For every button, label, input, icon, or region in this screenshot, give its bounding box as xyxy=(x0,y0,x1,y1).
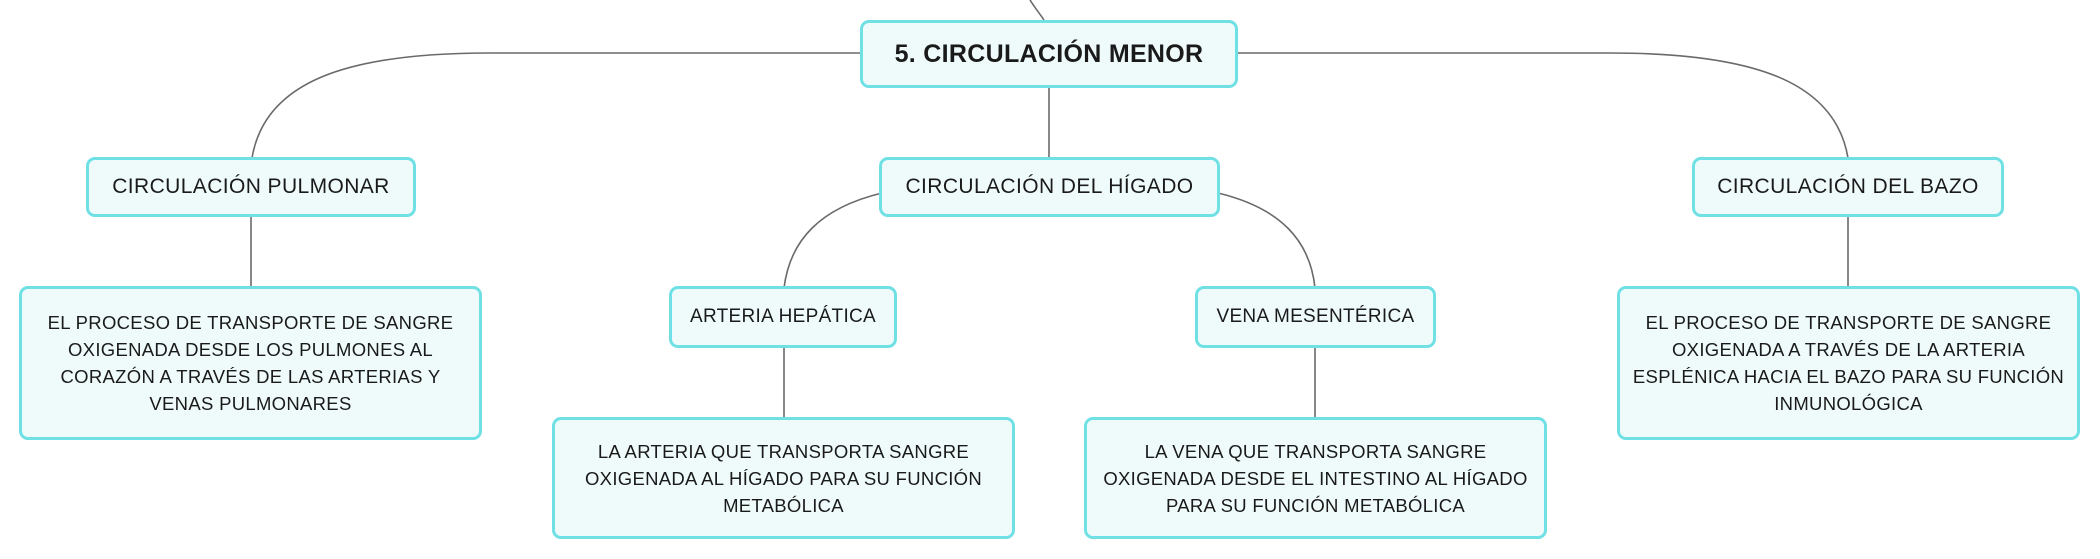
desc-arteria-hepatica-text: LA ARTERIA QUE TRANSPORTA SANGRE OXIGENA… xyxy=(584,440,983,516)
desc-arteria-hepatica[interactable]: LA ARTERIA QUE TRANSPORTA SANGRE OXIGENA… xyxy=(552,417,1015,539)
desc-circulacion-bazo-text: EL PROCESO DE TRANSPORTE DE SANGRE OXIGE… xyxy=(1632,312,2065,414)
node-vena-mesenterica-label: VENA MESENTÉRICA xyxy=(1216,306,1415,327)
node-circulacion-pulmonar-label: CIRCULACIÓN PULMONAR xyxy=(112,175,390,198)
connector-root-bazo xyxy=(1238,52,1849,159)
root-node[interactable]: 5. CIRCULACIÓN MENOR xyxy=(860,20,1238,88)
connector-parent-root xyxy=(1029,0,1045,21)
node-vena-mesenterica[interactable]: VENA MESENTÉRICA xyxy=(1195,286,1436,348)
desc-circulacion-pulmonar[interactable]: EL PROCESO DE TRANSPORTE DE SANGRE OXIGE… xyxy=(19,286,482,440)
desc-circulacion-bazo[interactable]: EL PROCESO DE TRANSPORTE DE SANGRE OXIGE… xyxy=(1617,286,2080,440)
node-circulacion-bazo[interactable]: CIRCULACIÓN DEL BAZO xyxy=(1692,157,2004,217)
desc-vena-mesenterica-text: LA VENA QUE TRANSPORTA SANGRE OXIGENADA … xyxy=(1103,440,1528,516)
connector-higado-vena xyxy=(1217,192,1316,289)
connector-root-pulmonar xyxy=(251,52,860,159)
node-circulacion-bazo-label: CIRCULACIÓN DEL BAZO xyxy=(1717,175,1979,198)
node-circulacion-pulmonar[interactable]: CIRCULACIÓN PULMONAR xyxy=(86,157,416,217)
desc-vena-mesenterica[interactable]: LA VENA QUE TRANSPORTA SANGRE OXIGENADA … xyxy=(1084,417,1547,539)
root-node-label: 5. CIRCULACIÓN MENOR xyxy=(894,39,1204,68)
node-arteria-hepatica-label: ARTERIA HEPÁTICA xyxy=(689,306,877,327)
node-circulacion-higado[interactable]: CIRCULACIÓN DEL HÍGADO xyxy=(879,157,1220,217)
node-circulacion-higado-label: CIRCULACIÓN DEL HÍGADO xyxy=(905,175,1194,198)
node-arteria-hepatica[interactable]: ARTERIA HEPÁTICA xyxy=(669,286,897,348)
connector-higado-arteria xyxy=(783,192,883,289)
desc-circulacion-pulmonar-text: EL PROCESO DE TRANSPORTE DE SANGRE OXIGE… xyxy=(47,312,454,414)
